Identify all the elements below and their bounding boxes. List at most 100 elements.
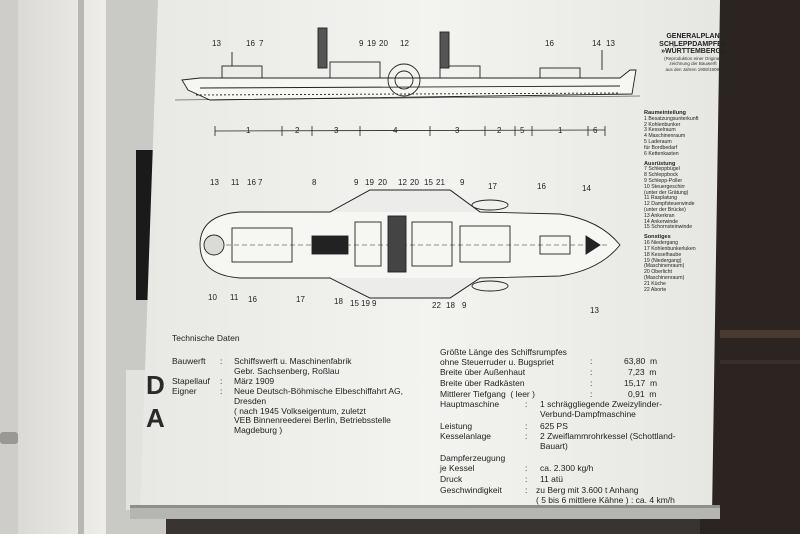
tech-right-value: 0,91 m: [628, 389, 657, 399]
bottom-label: 11: [230, 293, 239, 302]
side-label: 13: [606, 39, 615, 48]
tech-right-sep: :: [525, 485, 528, 495]
section-label: 3: [455, 126, 460, 135]
legend-room-6: 6 Kettenkasten: [644, 150, 679, 157]
section-label: 2: [295, 126, 300, 135]
tech-right-sep: :: [525, 463, 528, 473]
tech-right-key: Größte Länge des Schiffsrumpfes ohne Ste…: [440, 347, 567, 367]
section-scale: [214, 126, 606, 136]
legend-equip-13: 13 Ankerkran: [644, 212, 675, 219]
top-label: 17: [488, 182, 497, 191]
side-label: 13: [212, 39, 221, 48]
poster-title-line-3: »WÜRTTEMBERG«: [661, 48, 725, 56]
legend-room-5b: für Bordbedarf: [644, 144, 678, 151]
ship-side-view: [174, 27, 641, 101]
tech-right-sep: :: [525, 431, 528, 441]
legend-room-4: 4 Maschinenraum: [644, 133, 686, 140]
top-label: 9: [460, 178, 465, 187]
bottom-label: 9: [462, 301, 467, 310]
legend-equip-11: 11 Rasplatung: [644, 195, 678, 202]
legend-equip-10b: (unter der Grätung): [644, 189, 689, 196]
tech-right-sep: :: [590, 378, 593, 388]
tech-right-sep: :: [590, 367, 593, 377]
legend-equip-8: 8 Schleppbock: [644, 172, 679, 179]
tech-left-sep: :: [220, 356, 223, 366]
tech-right-sep: :: [590, 389, 593, 399]
tech-right-value: 1 schräggliegende Zweizylinder- Verbund-…: [540, 399, 662, 419]
poster-subtitle-line-3: aus den Jahren 1908/1909): [665, 66, 721, 72]
legend-room-3: 3 Kesselraum: [644, 127, 676, 134]
top-label: 21: [436, 178, 445, 187]
poster-title-line-2: SCHLEPPDAMPFER: [659, 40, 727, 48]
bottom-label: 10: [208, 293, 217, 302]
tech-left-key: Eigner: [172, 386, 197, 396]
side-label: 9: [359, 39, 364, 48]
section-label: 3: [334, 126, 339, 135]
poster-bottom-rod: [130, 505, 720, 519]
legend: Raumeinteilung 1 Besatzungsunterkunft 2 …: [644, 110, 699, 293]
legend-misc-17: 17 Kohlenbunkerluken: [644, 245, 696, 252]
tech-right-value: 63,80 m: [624, 356, 658, 366]
legend-equip-14: 14 Ankerwinde: [644, 218, 679, 225]
legend-misc-16: 16 Niedergang: [644, 240, 679, 247]
poster-subtitle: (Reproduktion einer Original- zeichnung …: [643, 56, 743, 72]
side-label: 20: [379, 39, 388, 48]
top-label: 9: [354, 178, 359, 187]
tech-right-key: Breite über Radkästen: [440, 378, 525, 388]
section-label: 5: [520, 126, 525, 135]
legend-misc-19: 19 (Niedergang): [644, 257, 682, 264]
tech-right-value: 15,17 m: [624, 378, 658, 388]
section-label: 1: [558, 126, 563, 135]
bottom-label: 9: [372, 299, 377, 308]
bottom-label: 16: [248, 295, 257, 304]
side-label: 14: [592, 39, 601, 48]
legend-equip-12b: (unter der Brücke): [644, 207, 686, 213]
tech-right-value: 11 atü: [540, 474, 564, 484]
poster-title: GENERALPLAN SCHLEPPDAMPFER »WÜRTTEMBERG«: [643, 33, 743, 56]
tech-right-key: Kesselanlage: [440, 431, 492, 441]
section-label: 6: [593, 126, 598, 135]
tech-heading: Technische Daten: [172, 333, 240, 343]
legend-misc-22: 22 Aborte: [644, 286, 667, 293]
top-label: 15: [424, 178, 433, 187]
bottom-label: 15: [350, 299, 359, 308]
top-label: 7: [258, 178, 263, 187]
legend-misc-20b: (Maschinenraum): [644, 274, 685, 281]
poster-subtitle-line-1: (Reproduktion einer Original-: [664, 56, 722, 61]
top-label: 8: [312, 178, 317, 187]
legend-equip-15: 15 Schornsteinwinde: [644, 224, 693, 231]
tech-left-key: Stapellauf: [172, 376, 210, 386]
bottom-label: 18: [334, 297, 343, 306]
top-label: 16: [247, 178, 256, 187]
side-label: 19: [367, 39, 376, 48]
legend-misc-18: 18 Kesselhaube: [644, 251, 682, 258]
section-label: 4: [393, 126, 398, 135]
tech-right-value: 2 Zweiflammrohrkessel (Schottland- Bauar…: [540, 431, 676, 451]
legend-equip-10: 10 Steuergeschirr: [644, 183, 685, 190]
tech-right-sep: :: [525, 399, 528, 409]
tech-left-sep: :: [220, 386, 223, 396]
tech-right-sep: :: [525, 474, 528, 484]
tech-right-key: Breite über Außenhaut: [440, 367, 526, 377]
top-label: 13: [210, 178, 219, 187]
tech-right-value: zu Berg mit 3.600 t Anhang ( 5 bis 6 mit…: [536, 485, 675, 505]
side-label: 16: [246, 39, 255, 48]
top-label: 16: [537, 182, 546, 191]
poster-subtitle-line-2: zeichnung der Bauwerft: [669, 61, 717, 67]
bottom-label: 19: [361, 299, 370, 308]
legend-misc-19b: (Maschinenraum): [644, 263, 685, 270]
side-label: 7: [259, 39, 264, 48]
legend-heading-equipment: Ausrüstung: [644, 160, 676, 167]
tech-right-value: ca. 2.300 kg/h: [540, 463, 594, 473]
background-letter: A: [146, 403, 165, 433]
legend-heading-rooms: Raumeinteilung: [644, 110, 686, 116]
tech-right-key: Druck: [440, 474, 463, 484]
side-label: 16: [545, 39, 554, 48]
bottom-label: 22: [432, 301, 441, 310]
legend-equip-7: 7 Schleppbügel: [644, 166, 680, 173]
tech-right-value: 7,23 m: [628, 367, 657, 377]
legend-heading-misc: Sonstiges: [644, 234, 671, 241]
section-label: 2: [497, 126, 502, 135]
ship-top-view: [199, 189, 621, 299]
